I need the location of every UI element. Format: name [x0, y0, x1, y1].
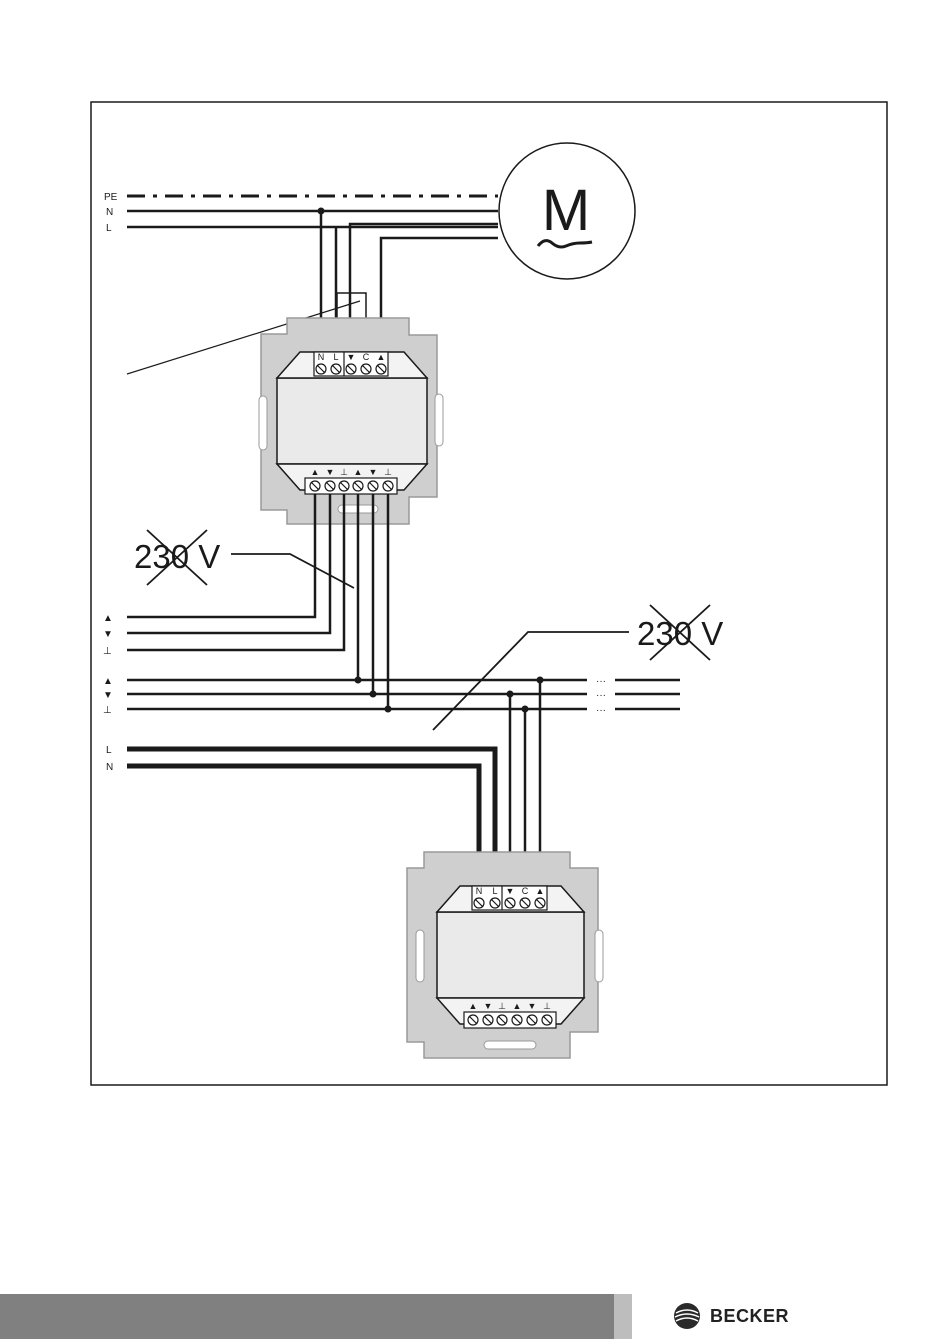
mains-bus: PE N L	[104, 192, 498, 234]
local-control-labels: ▲ ▼ ⊥	[103, 613, 113, 657]
terminal-label: ▼	[347, 352, 356, 362]
footer-accent	[614, 1294, 632, 1339]
central-down-label: ▼	[103, 690, 113, 701]
central-bus-labels: ▲ ▼ ⊥	[103, 676, 113, 716]
terminal-label: ▲	[377, 352, 386, 362]
upper-control-wires	[127, 494, 388, 709]
terminal-label: ⊥	[384, 467, 392, 477]
lower-right-slot	[595, 930, 603, 982]
continuation-mark: ···	[596, 676, 606, 687]
junction-dot	[370, 691, 377, 698]
brand-name: BECKER	[710, 1306, 789, 1327]
lower-switch	[407, 852, 603, 1058]
terminal-label: ⊥	[340, 467, 348, 477]
terminal-label: ▲	[469, 1001, 478, 1011]
brand-logo: BECKER	[672, 1300, 789, 1332]
lower-bottom-slot	[484, 1041, 536, 1049]
upper-switch-body	[277, 378, 427, 464]
lower-l-label: L	[106, 745, 112, 756]
continuation-mark: ···	[596, 705, 606, 716]
upper-right-slot	[435, 394, 443, 446]
pe-label: PE	[104, 192, 118, 203]
terminal-label: C	[522, 886, 529, 896]
terminal-label: N	[476, 886, 483, 896]
terminal-label: ▼	[506, 886, 515, 896]
motor-symbol: M	[542, 178, 590, 243]
lower-n-label: N	[106, 762, 113, 773]
local-common-label: ⊥	[103, 646, 112, 657]
warning-pointer	[231, 554, 354, 588]
junction-dot	[385, 706, 392, 713]
footer-bar	[0, 1294, 614, 1339]
continuation-marks: ··· ··· ···	[596, 676, 606, 716]
n-junction	[318, 208, 325, 215]
terminal-label: L	[492, 886, 497, 896]
terminal-label: ▼	[369, 467, 378, 477]
motor: M	[499, 143, 635, 279]
terminal-label: C	[363, 352, 370, 362]
voltage-warning-left: 230 V	[134, 530, 354, 588]
voltage-warning-right: 230 V	[433, 605, 723, 730]
central-common-label: ⊥	[103, 705, 112, 716]
continuation-mark: ···	[596, 690, 606, 701]
lower-switch-body	[437, 912, 584, 998]
terminal-label: ▲	[354, 467, 363, 477]
n-label: N	[106, 207, 113, 218]
upper-left-slot	[259, 396, 267, 450]
becker-emblem-icon	[672, 1301, 702, 1331]
upper-switch	[259, 318, 443, 524]
terminal-label: ⊥	[543, 1001, 551, 1011]
terminal-label: ▼	[528, 1001, 537, 1011]
terminal-label: ▼	[484, 1001, 493, 1011]
terminal-label: ▲	[311, 467, 320, 477]
terminal-label: ▲	[513, 1001, 522, 1011]
local-down-label: ▼	[103, 629, 113, 640]
terminal-label: ▲	[536, 886, 545, 896]
l-label: L	[106, 223, 112, 234]
terminal-label: ▼	[326, 467, 335, 477]
terminal-label: N	[318, 352, 325, 362]
lower-left-slot	[416, 930, 424, 982]
junction-dot	[355, 677, 362, 684]
terminal-label: ⊥	[498, 1001, 506, 1011]
local-up-label: ▲	[103, 613, 113, 624]
central-up-label: ▲	[103, 676, 113, 687]
terminal-label: L	[333, 352, 338, 362]
